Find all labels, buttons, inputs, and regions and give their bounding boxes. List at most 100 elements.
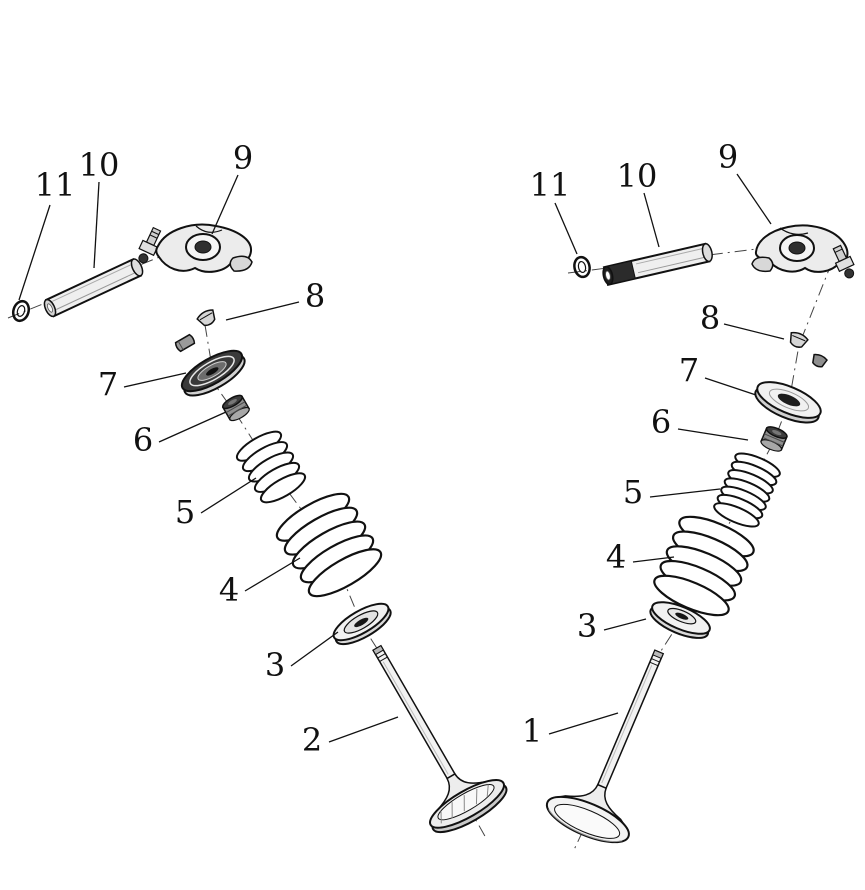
pushrod-socket <box>46 303 54 313</box>
right-callouts: 11 10 9 8 7 6 5 4 <box>522 138 785 750</box>
valve-stem-tip <box>652 649 664 660</box>
leader-line <box>123 372 187 388</box>
callout-11: 11 <box>530 166 578 255</box>
leader-line <box>677 428 749 441</box>
valve-face-hatch <box>451 802 453 819</box>
callout-5: 5 <box>175 477 257 531</box>
callout-3: 3 <box>577 607 647 645</box>
pushrod-end-cap <box>130 258 144 277</box>
o-ring-inner <box>16 305 26 317</box>
rocker-top-detail <box>195 225 223 233</box>
keeper-groove <box>792 334 806 342</box>
spring-coil <box>307 548 383 598</box>
rocker-top-detail <box>779 227 809 235</box>
valve-face-hatch <box>463 795 465 812</box>
rocker-pad <box>751 256 774 273</box>
callout-label: 3 <box>577 607 597 645</box>
callout-label: 2 <box>302 721 322 759</box>
part-outer-valve-spring <box>275 492 383 598</box>
part-inner-valve-spring <box>713 452 781 528</box>
callout-4: 4 <box>219 557 301 609</box>
callout-10: 10 <box>79 146 120 269</box>
part-rocker-arm <box>751 224 855 279</box>
callout-10: 10 <box>617 157 660 248</box>
retainer-ring <box>768 388 810 412</box>
part-valve-keepers <box>174 309 216 353</box>
center-line <box>567 248 757 274</box>
valve-stem-highlight <box>601 665 653 784</box>
keeper-half <box>812 353 828 368</box>
leader-line <box>643 192 660 248</box>
valve-keeper-groove <box>649 661 659 667</box>
keeper-shape <box>789 331 809 348</box>
part-valve <box>545 649 665 844</box>
leader-line <box>548 712 619 735</box>
valve-keeper-groove <box>651 658 660 663</box>
leader-line <box>736 173 772 225</box>
callout-label: 11 <box>35 166 76 204</box>
retainer-hole <box>206 367 219 376</box>
callout-3: 3 <box>265 631 339 684</box>
callout-label: 6 <box>651 403 671 441</box>
callout-label: 1 <box>522 712 542 750</box>
leader-line <box>18 204 51 301</box>
part-pushrod <box>43 257 144 318</box>
rocker-pad <box>229 255 253 272</box>
left-assembly <box>11 223 508 834</box>
callout-label: 4 <box>606 538 626 576</box>
pushrod-shading <box>637 256 705 274</box>
valve-stem-tip <box>372 645 385 656</box>
keeper-half <box>789 331 809 348</box>
keeper-shape <box>174 333 196 353</box>
keeper-groove <box>177 340 184 351</box>
callout-9: 9 <box>718 138 772 225</box>
rocker-adjuster <box>832 244 855 279</box>
valve-stem <box>596 649 665 791</box>
leader-line <box>93 181 100 269</box>
valve-face <box>554 803 621 839</box>
leader-line <box>290 631 339 667</box>
callout-label: 11 <box>530 166 571 204</box>
part-valve <box>372 644 508 834</box>
callout-label: 5 <box>175 493 195 531</box>
callout-label: 9 <box>718 138 738 176</box>
callout-label: 3 <box>265 646 285 684</box>
callout-label: 6 <box>133 421 153 459</box>
rocker-pivot-hole <box>788 241 806 255</box>
o-ring-outer <box>573 255 591 279</box>
adjuster-locknut <box>834 255 855 273</box>
part-valve-stem-seal <box>221 394 251 422</box>
keeper-shape <box>812 353 828 368</box>
rocker-pivot-hole <box>194 240 212 254</box>
leader-line <box>200 477 257 514</box>
part-spring-retainer <box>754 381 822 424</box>
keeper-half <box>196 309 216 327</box>
callout-5: 5 <box>623 473 721 511</box>
callout-label: 8 <box>305 277 325 315</box>
callout-9: 9 <box>211 139 253 235</box>
part-o-ring <box>573 255 591 279</box>
leader-line <box>603 618 647 631</box>
seal-ridge <box>225 401 246 414</box>
callout-label: 4 <box>219 571 239 609</box>
seal-bore <box>772 429 782 436</box>
callout-6: 6 <box>651 403 749 441</box>
part-inner-valve-spring <box>235 430 307 504</box>
callout-label: 10 <box>79 146 120 184</box>
keeper-half <box>174 333 196 353</box>
callout-11: 11 <box>18 166 76 301</box>
callout-6: 6 <box>133 411 227 459</box>
callout-label: 10 <box>617 157 658 195</box>
keeper-groove <box>199 312 213 321</box>
seat-hole <box>675 612 689 620</box>
leader-line <box>554 202 578 255</box>
part-valve-keepers <box>789 331 828 368</box>
pushrod-shading <box>635 248 703 265</box>
pushrod-shading <box>52 264 131 302</box>
callout-8: 8 <box>225 277 325 321</box>
left-callouts: 11 10 9 8 7 6 5 4 <box>18 139 399 759</box>
callout-label: 7 <box>679 351 699 389</box>
spring-coil <box>259 472 307 504</box>
spring-coil <box>713 502 760 528</box>
